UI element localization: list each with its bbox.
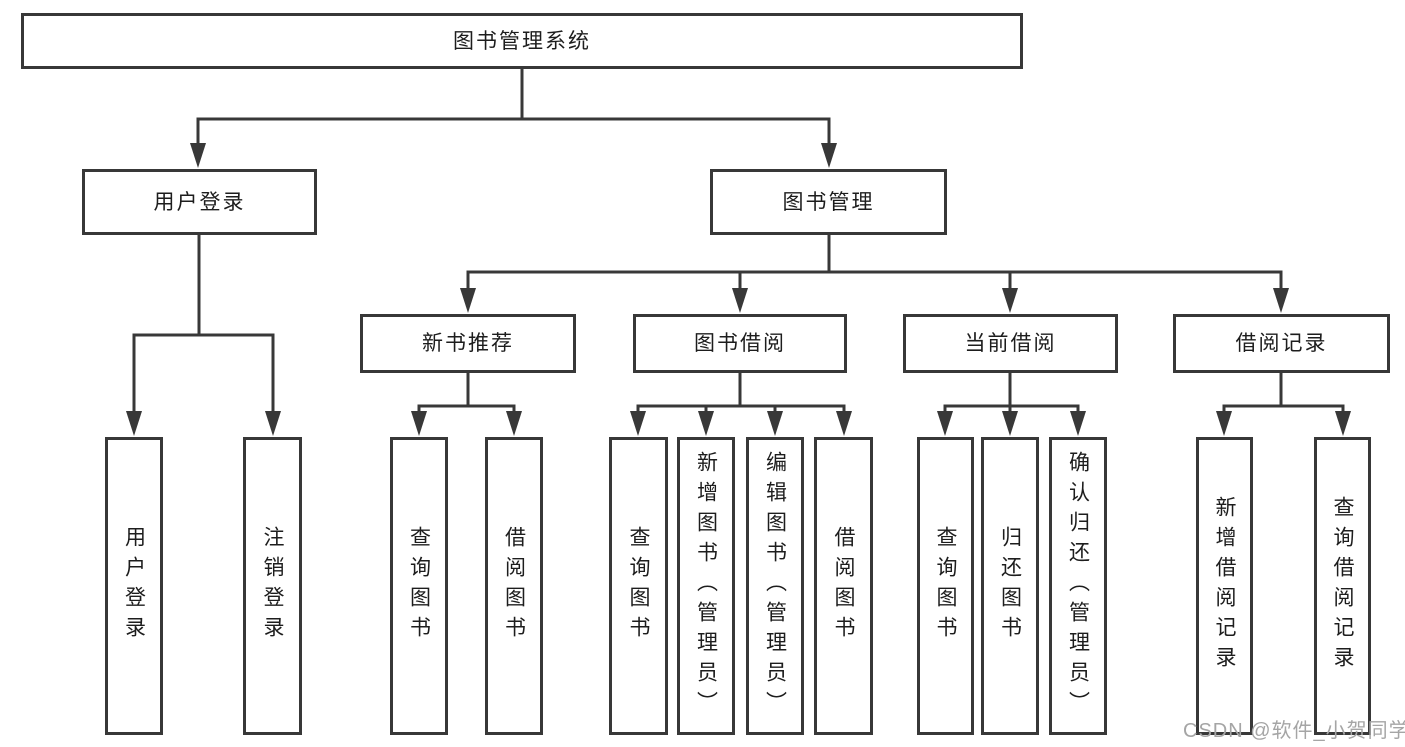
node-borrow-query-books: 查询图书 <box>609 437 668 735</box>
node-records-query-record: 查询借阅记录 <box>1314 437 1371 735</box>
node-label: 确认归还（管理员） <box>1066 451 1090 721</box>
arrowhead <box>1070 411 1086 436</box>
arrowhead <box>1335 411 1351 436</box>
csdn-watermark: CSDN @软件_小贺同学 <box>1183 720 1405 742</box>
connector-current-split <box>943 371 1080 418</box>
node-borrow-add-books-admin: 新增图书（管理员） <box>677 437 735 735</box>
arrowhead <box>821 143 837 168</box>
node-label: 图书管理系统 <box>453 29 591 53</box>
node-book-borrow: 图书借阅 <box>633 314 847 373</box>
node-label: 新增图书（管理员） <box>694 451 718 721</box>
arrowhead <box>767 411 783 436</box>
node-label: 注销登录 <box>261 526 284 646</box>
node-recommend-query-books: 查询图书 <box>390 437 448 735</box>
arrowhead <box>937 411 953 436</box>
arrowhead <box>732 288 748 313</box>
node-label: 新书推荐 <box>422 332 514 355</box>
node-label: 查询图书 <box>627 526 650 646</box>
node-borrow-edit-books-admin: 编辑图书（管理员） <box>746 437 804 735</box>
arrowhead <box>1002 411 1018 436</box>
arrowhead <box>836 411 852 436</box>
node-label: 用户登录 <box>153 190 246 214</box>
node-borrow-borrow-books: 借阅图书 <box>814 437 873 735</box>
node-label: 借阅记录 <box>1235 332 1328 355</box>
connector-manage-split <box>466 233 1283 294</box>
node-login-user-login: 用户登录 <box>105 437 163 735</box>
arrowhead <box>698 411 714 436</box>
node-new-book-recommend: 新书推荐 <box>360 314 576 373</box>
connector-root-split <box>196 67 831 150</box>
node-label: 查询图书 <box>934 526 957 646</box>
node-current-confirm-return-admin: 确认归还（管理员） <box>1049 437 1107 735</box>
node-recommend-borrow-books: 借阅图书 <box>485 437 543 735</box>
node-label: 借阅图书 <box>502 526 526 646</box>
node-user-login: 用户登录 <box>82 169 317 235</box>
node-label: 当前借阅 <box>964 332 1057 355</box>
node-current-return-books: 归还图书 <box>981 437 1039 735</box>
arrowhead <box>190 143 206 168</box>
node-label: 用户登录 <box>122 526 146 646</box>
arrowhead <box>411 411 427 436</box>
node-label: 查询借阅记录 <box>1331 496 1354 676</box>
node-label: 查询图书 <box>407 526 431 646</box>
node-borrow-records: 借阅记录 <box>1173 314 1390 373</box>
node-book-management: 图书管理 <box>710 169 947 235</box>
connector-borrow-split <box>636 371 846 418</box>
arrowhead <box>1216 411 1232 436</box>
connector-recommend-split <box>417 371 516 418</box>
arrowhead <box>1273 288 1289 313</box>
arrowhead <box>630 411 646 436</box>
node-label: 借阅图书 <box>832 526 855 646</box>
node-label: 新增借阅记录 <box>1213 496 1236 676</box>
connector-records-split <box>1222 371 1345 418</box>
arrowhead <box>1002 288 1018 313</box>
node-login-logout: 注销登录 <box>243 437 302 735</box>
arrowhead <box>126 411 142 436</box>
node-label: 图书管理 <box>782 190 875 214</box>
node-label: 图书借阅 <box>694 332 786 355</box>
node-root: 图书管理系统 <box>21 13 1023 69</box>
arrowhead <box>506 411 522 436</box>
node-current-query-books: 查询图书 <box>917 437 974 735</box>
arrowhead <box>265 411 281 436</box>
node-records-add-record: 新增借阅记录 <box>1196 437 1253 735</box>
connector-login-split <box>132 233 275 418</box>
node-label: 归还图书 <box>998 526 1022 646</box>
arrowhead <box>460 288 476 313</box>
node-current-borrow: 当前借阅 <box>903 314 1118 373</box>
node-label: 编辑图书（管理员） <box>763 451 787 721</box>
